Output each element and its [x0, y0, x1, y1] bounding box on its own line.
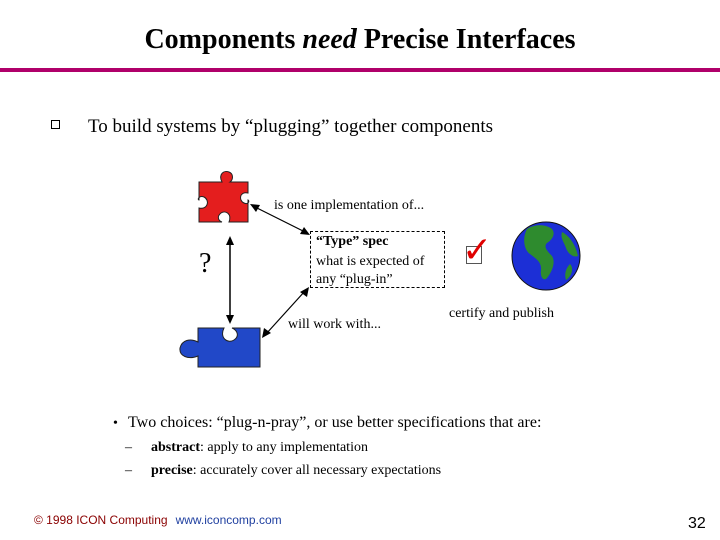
works-label: will work with...	[288, 317, 381, 332]
title-part2: Precise Interfaces	[356, 24, 576, 55]
works-arrow-head-top	[300, 287, 309, 297]
bullet-1-text: To build systems by “plugging” together …	[88, 116, 494, 137]
impl-arrow-head-left	[250, 204, 260, 212]
footer-url: www.iconcomp.com	[175, 513, 282, 527]
globe-icon	[511, 221, 581, 291]
arrow-head-down	[226, 315, 234, 324]
sub-term: precise	[151, 463, 193, 478]
sub-dash: –	[125, 440, 132, 455]
square-bullet-icon	[51, 120, 60, 129]
slide-title: Components need Precise Interfaces	[0, 24, 720, 56]
title-rule	[0, 68, 720, 72]
sub-bullet-precise: – precise: accurately cover all necessary…	[125, 463, 441, 479]
works-arrow-head-bottom	[262, 328, 271, 338]
page-number: 32	[688, 515, 706, 532]
impl-arrow	[254, 206, 306, 233]
checkbox-icon	[466, 246, 482, 264]
impl-arrow-head-right	[300, 227, 310, 235]
works-arrow	[265, 290, 306, 335]
spec-line-3: any “plug-in”	[316, 272, 393, 287]
bullet-2-marker: •	[113, 416, 118, 431]
bullet-2-text: Two choices: “plug-n-pray”, or use bette…	[128, 414, 542, 431]
checkmark-icon: ✓	[462, 230, 493, 270]
blue-puzzle-piece-icon	[179, 327, 261, 368]
certify-label: certify and publish	[449, 306, 554, 321]
arrow-head-up	[226, 236, 234, 245]
impl-label: is one implementation of...	[274, 198, 425, 213]
sub-desc: : apply to any implementation	[200, 440, 368, 455]
title-emphasis: need	[302, 24, 357, 55]
spec-line-2: what is expected of	[316, 254, 425, 269]
sub-term: abstract	[151, 440, 200, 455]
footer: © 1998 ICON Computing www.iconcomp.com	[34, 513, 282, 527]
sub-dash: –	[125, 463, 132, 478]
footer-copyright: © 1998 ICON Computing	[34, 513, 168, 527]
question-mark: ?	[199, 248, 212, 279]
title-part1: Components	[144, 24, 303, 55]
sub-desc: : accurately cover all necessary expecta…	[192, 463, 442, 478]
type-spec-box	[310, 231, 445, 288]
spec-title: “Type” spec	[316, 234, 389, 249]
red-puzzle-piece-icon	[197, 171, 250, 223]
sub-bullet-abstract: – abstract: apply to any implementation	[125, 440, 368, 456]
